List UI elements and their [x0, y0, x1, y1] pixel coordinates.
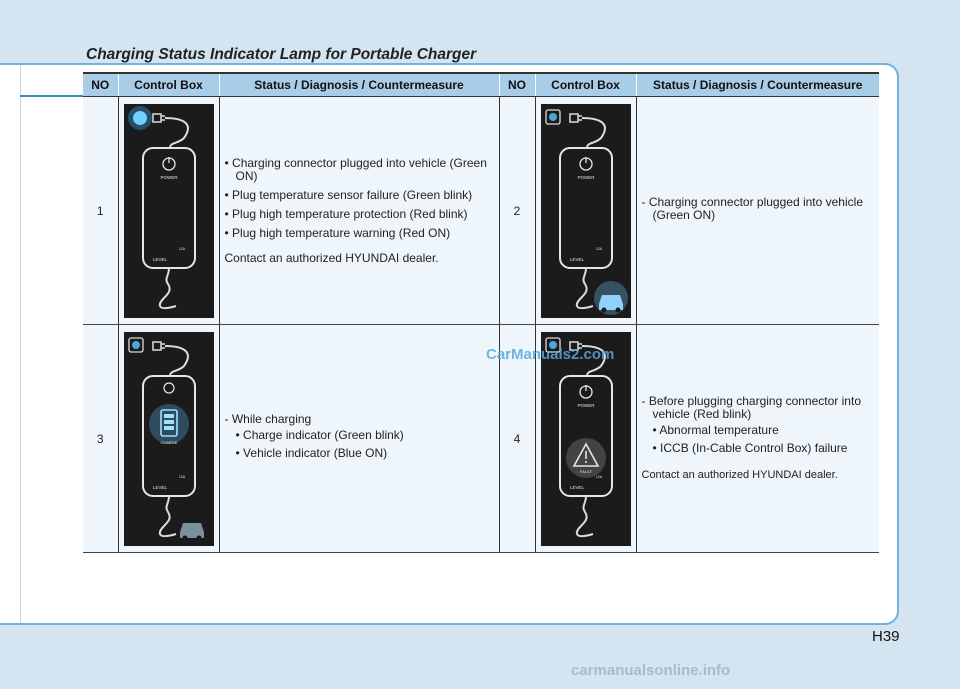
svg-text:12A: 12A: [595, 247, 602, 251]
charger-device-icon: POWER 12A LEVEL: [540, 103, 631, 318]
watermark: CarManuals2.com: [486, 346, 615, 363]
list-item: • Vehicle indicator (Blue ON): [235, 445, 388, 460]
charger-device-icon: POWER FAULT 12A LEVEL: [540, 331, 631, 546]
row-number: 3: [83, 324, 118, 553]
status-bullet-list: • Charging connector plugged into vehicl…: [224, 155, 493, 240]
svg-text:POWER: POWER: [160, 175, 178, 180]
footer-watermark: carmanualsonline.info: [571, 662, 731, 679]
header-control-box: Control Box: [534, 72, 636, 97]
row-number: 2: [498, 96, 535, 325]
list-item: • Plug high temperature protection (Red …: [224, 206, 468, 221]
header-no: NO: [83, 72, 118, 97]
svg-text:FAULT: FAULT: [579, 469, 592, 474]
control-box-image: POWER 12A LEVEL: [534, 96, 636, 325]
status-cell: - Before plugging charging connector int…: [635, 324, 879, 553]
section-title: Charging Status Indicator Lamp for Porta…: [86, 46, 477, 63]
svg-text:LEVEL: LEVEL: [569, 485, 584, 490]
status-dash-item: - While charging: [224, 411, 312, 426]
charger-device-icon: POWER 12A LEVEL: [123, 103, 214, 318]
charger-device-icon: CHARGE 12A LEVEL: [123, 331, 214, 546]
dealer-note: Contact an authorized HYUNDAI dealer.: [641, 469, 838, 481]
status-cell: • Charging connector plugged into vehicl…: [218, 96, 499, 325]
control-box-image: POWER FAULT 12A LEVEL: [534, 324, 636, 553]
list-item: • Charging connector plugged into vehicl…: [224, 155, 487, 183]
control-box-image: CHARGE 12A LEVEL: [117, 324, 219, 553]
svg-text:LEVEL: LEVEL: [152, 257, 167, 262]
header-control-box: Control Box: [117, 72, 219, 97]
header-status: Status / Diagnosis / Countermeasure: [218, 72, 499, 97]
row-number: 1: [83, 96, 118, 325]
svg-text:POWER: POWER: [577, 175, 595, 180]
list-item: • Plug high temperature warning (Red ON): [224, 225, 451, 240]
svg-text:POWER: POWER: [577, 403, 595, 408]
list-item: • Charge indicator (Green blink): [235, 427, 404, 442]
margin-line: [20, 65, 21, 623]
dealer-note: Contact an authorized HYUNDAI dealer.: [224, 250, 439, 265]
status-cell: - Charging connector plugged into vehicl…: [635, 96, 879, 325]
table-row: 3 CHARGE 12A LEVEL: [83, 324, 879, 553]
status-dash-item: - Before plugging charging connector int…: [641, 394, 862, 421]
svg-text:12A: 12A: [595, 475, 602, 479]
header-status: Status / Diagnosis / Countermeasure: [635, 72, 879, 97]
status-dash-item: - Charging connector plugged into vehicl…: [641, 195, 864, 222]
svg-text:12A: 12A: [178, 475, 185, 479]
status-sub-list: • Charge indicator (Green blink) • Vehic…: [225, 427, 493, 460]
svg-text:LEVEL: LEVEL: [152, 485, 167, 490]
svg-text:LEVEL: LEVEL: [569, 257, 584, 262]
row-number: 4: [498, 324, 535, 553]
control-box-image: POWER 12A LEVEL: [117, 96, 219, 325]
status-cell: - While charging • Charge indicator (Gre…: [218, 324, 499, 553]
table-header-row: NO Control Box Status / Diagnosis / Coun…: [83, 72, 879, 97]
header-no: NO: [498, 72, 535, 97]
list-item: • Abnormal temperature: [652, 423, 779, 437]
list-item: • ICCB (In-Cable Control Box) failure: [652, 441, 848, 455]
status-table: NO Control Box Status / Diagnosis / Coun…: [83, 72, 879, 553]
svg-text:12A: 12A: [178, 247, 185, 251]
list-item: • Plug temperature sensor failure (Green…: [224, 187, 473, 202]
table-row: 1 POWER 12A LEVEL: [83, 96, 879, 325]
status-sub-list: • Abnormal temperature • ICCB (In-Cable …: [642, 424, 874, 455]
svg-text:CHARGE: CHARGE: [160, 440, 177, 445]
page-number: H39: [872, 628, 900, 645]
